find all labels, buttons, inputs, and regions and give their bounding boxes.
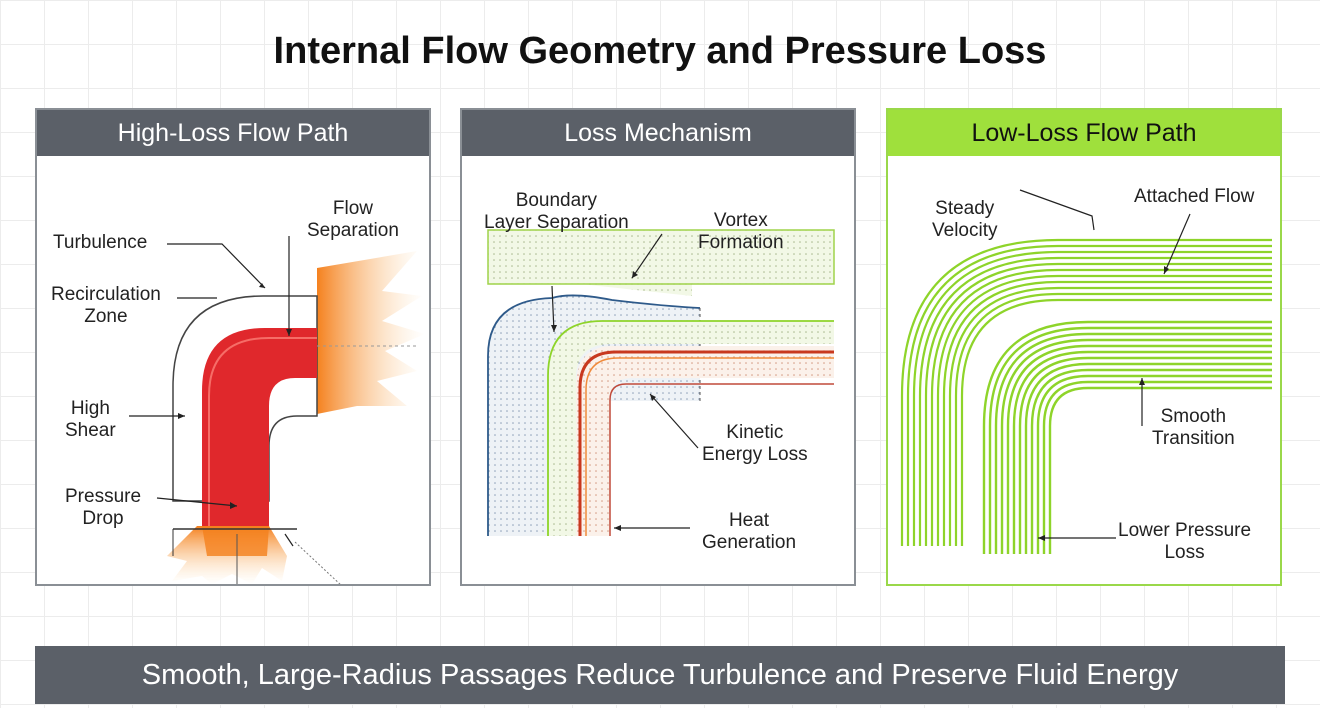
streamlines-outer-bend (900, 238, 1272, 546)
page-title: Internal Flow Geometry and Pressure Loss (273, 30, 1047, 72)
flow-core-red (202, 328, 317, 526)
label-attached-flow: Attached Flow (1134, 186, 1255, 207)
panel-high-loss-header: High-Loss Flow Path (37, 110, 429, 156)
streamlines-inner-bend (982, 320, 1272, 554)
footer-banner: Smooth, Large-Radius Passages Reduce Tur… (35, 646, 1285, 704)
high-loss-elbow-diagram (129, 236, 425, 584)
outer-band (487, 229, 835, 285)
panel-low-loss-header: Low-Loss Flow Path (888, 110, 1280, 156)
turbulent-spray-down (167, 526, 287, 584)
panel-low-loss: Low-Loss Flow Path (886, 108, 1282, 586)
label-turbulence: Turbulence (53, 232, 148, 253)
panel-loss-mechanism-header: Loss Mechanism (462, 110, 854, 156)
panel-loss-mechanism: Loss Mechanism (460, 108, 856, 586)
low-loss-bend-diagram (900, 189, 1272, 554)
loss-mechanism-diagram (487, 229, 835, 536)
turbulent-spray-right (317, 251, 425, 414)
panel-high-loss: High-Loss Flow Path (35, 108, 431, 586)
